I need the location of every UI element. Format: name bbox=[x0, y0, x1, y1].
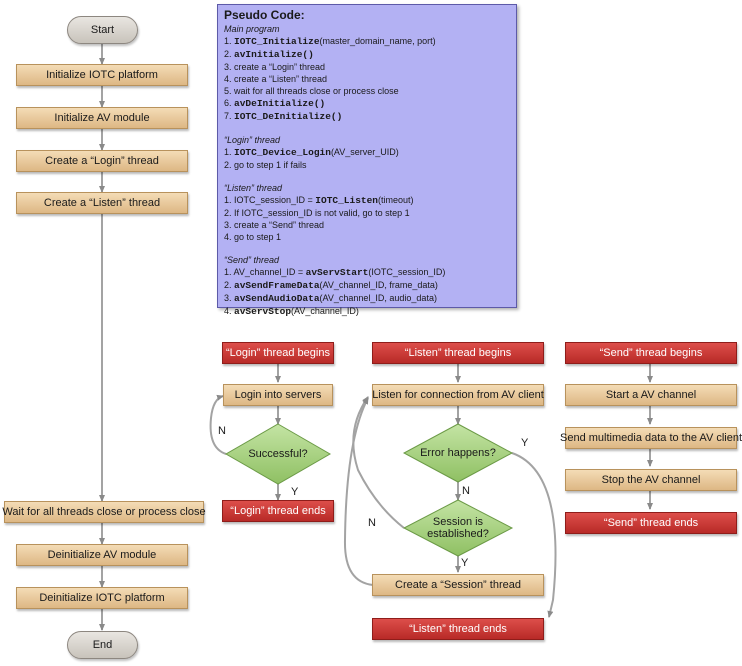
code-text: 1. IOTC_session_ID = bbox=[224, 195, 316, 205]
main-code-line: 6. avDeInitialize() bbox=[224, 97, 510, 110]
connector bbox=[209, 394, 227, 455]
section-spacer bbox=[224, 171, 510, 182]
section-spacer bbox=[224, 243, 510, 254]
code-text: (AV_server_UID) bbox=[330, 147, 399, 157]
listen-thread-ends: “Listen” thread ends bbox=[372, 618, 544, 640]
connector bbox=[343, 397, 374, 586]
code-text: 4. go to step 1 bbox=[224, 232, 282, 242]
code-text: 2. go to step 1 if fails bbox=[224, 160, 307, 170]
send-code-line: 2. avSendFrameData(AV_channel_ID, frame_… bbox=[224, 279, 510, 292]
login-into-servers-step: Login into servers bbox=[223, 384, 333, 406]
session-yes-label: Y bbox=[461, 557, 469, 569]
main-code-line: 4. create a “Listen” thread bbox=[224, 73, 510, 85]
code-function: avInitialize() bbox=[234, 49, 314, 60]
main-section-header: Main program bbox=[224, 24, 280, 34]
code-text: 3. create a “Login” thread bbox=[224, 62, 326, 72]
init-iotc-step: Initialize IOTC platform bbox=[16, 64, 188, 86]
code-text: 2. bbox=[224, 280, 235, 290]
code-text: 1. AV_channel_ID = bbox=[224, 267, 306, 277]
login-section-header: “Login” thread bbox=[224, 135, 281, 145]
session-no-label: N bbox=[368, 517, 376, 529]
code-text: (timeout) bbox=[378, 195, 414, 205]
send-thread-begins: “Send” thread begins bbox=[565, 342, 737, 364]
pseudo-code-title: Pseudo Code: bbox=[224, 8, 305, 22]
code-function: avSendFrameData bbox=[234, 280, 320, 291]
login-decision-label: Successful? bbox=[248, 448, 308, 460]
code-function: avServStart bbox=[305, 267, 369, 278]
login-no-label: N bbox=[218, 425, 226, 437]
wait-threads-step: Wait for all threads close or process cl… bbox=[2, 501, 206, 523]
code-text: (AV_channel_ID, audio_data) bbox=[319, 293, 437, 303]
section-spacer bbox=[224, 123, 510, 134]
send-code-line: 4. avServStop(AV_channel_ID) bbox=[224, 305, 510, 318]
code-text: 6. bbox=[224, 98, 235, 108]
code-text: 5. wait for all threads close or process… bbox=[224, 86, 399, 96]
stop-av-channel-step: Stop the AV channel bbox=[565, 469, 737, 491]
listen-code-line: 1. IOTC_session_ID = IOTC_Listen(timeout… bbox=[224, 194, 510, 207]
login-thread-ends: “Login” thread ends bbox=[222, 500, 334, 522]
send-code-line: 1. AV_channel_ID = avServStart(IOTC_sess… bbox=[224, 266, 510, 279]
login-code-line: 2. go to step 1 if fails bbox=[224, 159, 510, 171]
create-listen-thread-step: Create a “Listen” thread bbox=[16, 192, 188, 214]
code-text: (AV_channel_ID, frame_data) bbox=[319, 280, 438, 290]
send-multimedia-step: Send multimedia data to the AV client bbox=[560, 427, 742, 449]
listen-code-line: 3. create a “Send” thread bbox=[224, 219, 510, 231]
listen-code-line: 4. go to step 1 bbox=[224, 231, 510, 243]
code-text: 1. bbox=[224, 147, 235, 157]
listen-section-header: “Listen” thread bbox=[224, 183, 283, 193]
deinit-iotc-step: Deinitialize IOTC platform bbox=[16, 587, 188, 609]
code-function: IOTC_DeInitialize() bbox=[234, 111, 343, 122]
start-av-channel-step: Start a AV channel bbox=[565, 384, 737, 406]
start-terminal: Start bbox=[67, 16, 138, 44]
code-text: 4. bbox=[224, 306, 235, 316]
main-code-line: 5. wait for all threads close or process… bbox=[224, 85, 510, 97]
code-text: 3. bbox=[224, 293, 235, 303]
code-function: avSendAudioData bbox=[234, 293, 320, 304]
listen-code-line: 2. If IOTC_session_ID is not valid, go t… bbox=[224, 207, 510, 219]
login-yes-label: Y bbox=[291, 486, 299, 498]
login-decision-diamond bbox=[224, 423, 332, 485]
listen-thread-begins: “Listen” thread begins bbox=[372, 342, 544, 364]
code-text: 2. bbox=[224, 49, 235, 59]
login-thread-begins: “Login” thread begins bbox=[222, 342, 334, 364]
code-function: avServStop bbox=[234, 306, 292, 317]
code-text: (AV_channel_ID) bbox=[291, 306, 359, 316]
code-text: 1. bbox=[224, 36, 235, 46]
main-code-line: 7. IOTC_DeInitialize() bbox=[224, 110, 510, 123]
code-text: 4. create a “Listen” thread bbox=[224, 74, 328, 84]
connector bbox=[352, 396, 405, 529]
send-code-line: 3. avSendAudioData(AV_channel_ID, audio_… bbox=[224, 292, 510, 305]
create-session-thread-step: Create a “Session” thread bbox=[372, 574, 544, 596]
create-login-thread-step: Create a “Login” thread bbox=[16, 150, 188, 172]
code-function: IOTC_Listen bbox=[315, 195, 379, 206]
code-function: IOTC_Initialize bbox=[234, 36, 320, 47]
code-text: (master_domain_name, port) bbox=[319, 36, 436, 46]
session-decision-diamond bbox=[402, 499, 514, 557]
code-function: IOTC_Device_Login bbox=[234, 147, 331, 158]
send-thread-ends: “Send” thread ends bbox=[565, 512, 737, 534]
error-decision-label: Error happens? bbox=[420, 447, 496, 459]
init-av-step: Initialize AV module bbox=[16, 107, 188, 129]
code-text: 7. bbox=[224, 111, 235, 121]
code-text: 3. create a “Send” thread bbox=[224, 220, 325, 230]
connector bbox=[511, 452, 557, 618]
error-decision-diamond bbox=[402, 423, 514, 483]
send-section-header: “Send” thread bbox=[224, 255, 280, 265]
session-decision-label: Session is established? bbox=[427, 516, 489, 540]
listen-for-connection-step: Listen for connection from AV client bbox=[372, 384, 544, 406]
main-code-line: 3. create a “Login” thread bbox=[224, 61, 510, 73]
end-terminal: End bbox=[67, 631, 138, 659]
code-function: avDeInitialize() bbox=[234, 98, 326, 109]
code-text: 2. If IOTC_session_ID is not valid, go t… bbox=[224, 208, 410, 218]
code-text: (IOTC_session_ID) bbox=[368, 267, 446, 277]
main-code-line: 2. avInitialize() bbox=[224, 48, 510, 61]
deinit-av-step: Deinitialize AV module bbox=[16, 544, 188, 566]
main-code-line: 1. IOTC_Initialize(master_domain_name, p… bbox=[224, 35, 510, 48]
error-yes-label: Y bbox=[521, 437, 529, 449]
login-code-line: 1. IOTC_Device_Login(AV_server_UID) bbox=[224, 146, 510, 159]
error-no-label: N bbox=[462, 485, 470, 497]
